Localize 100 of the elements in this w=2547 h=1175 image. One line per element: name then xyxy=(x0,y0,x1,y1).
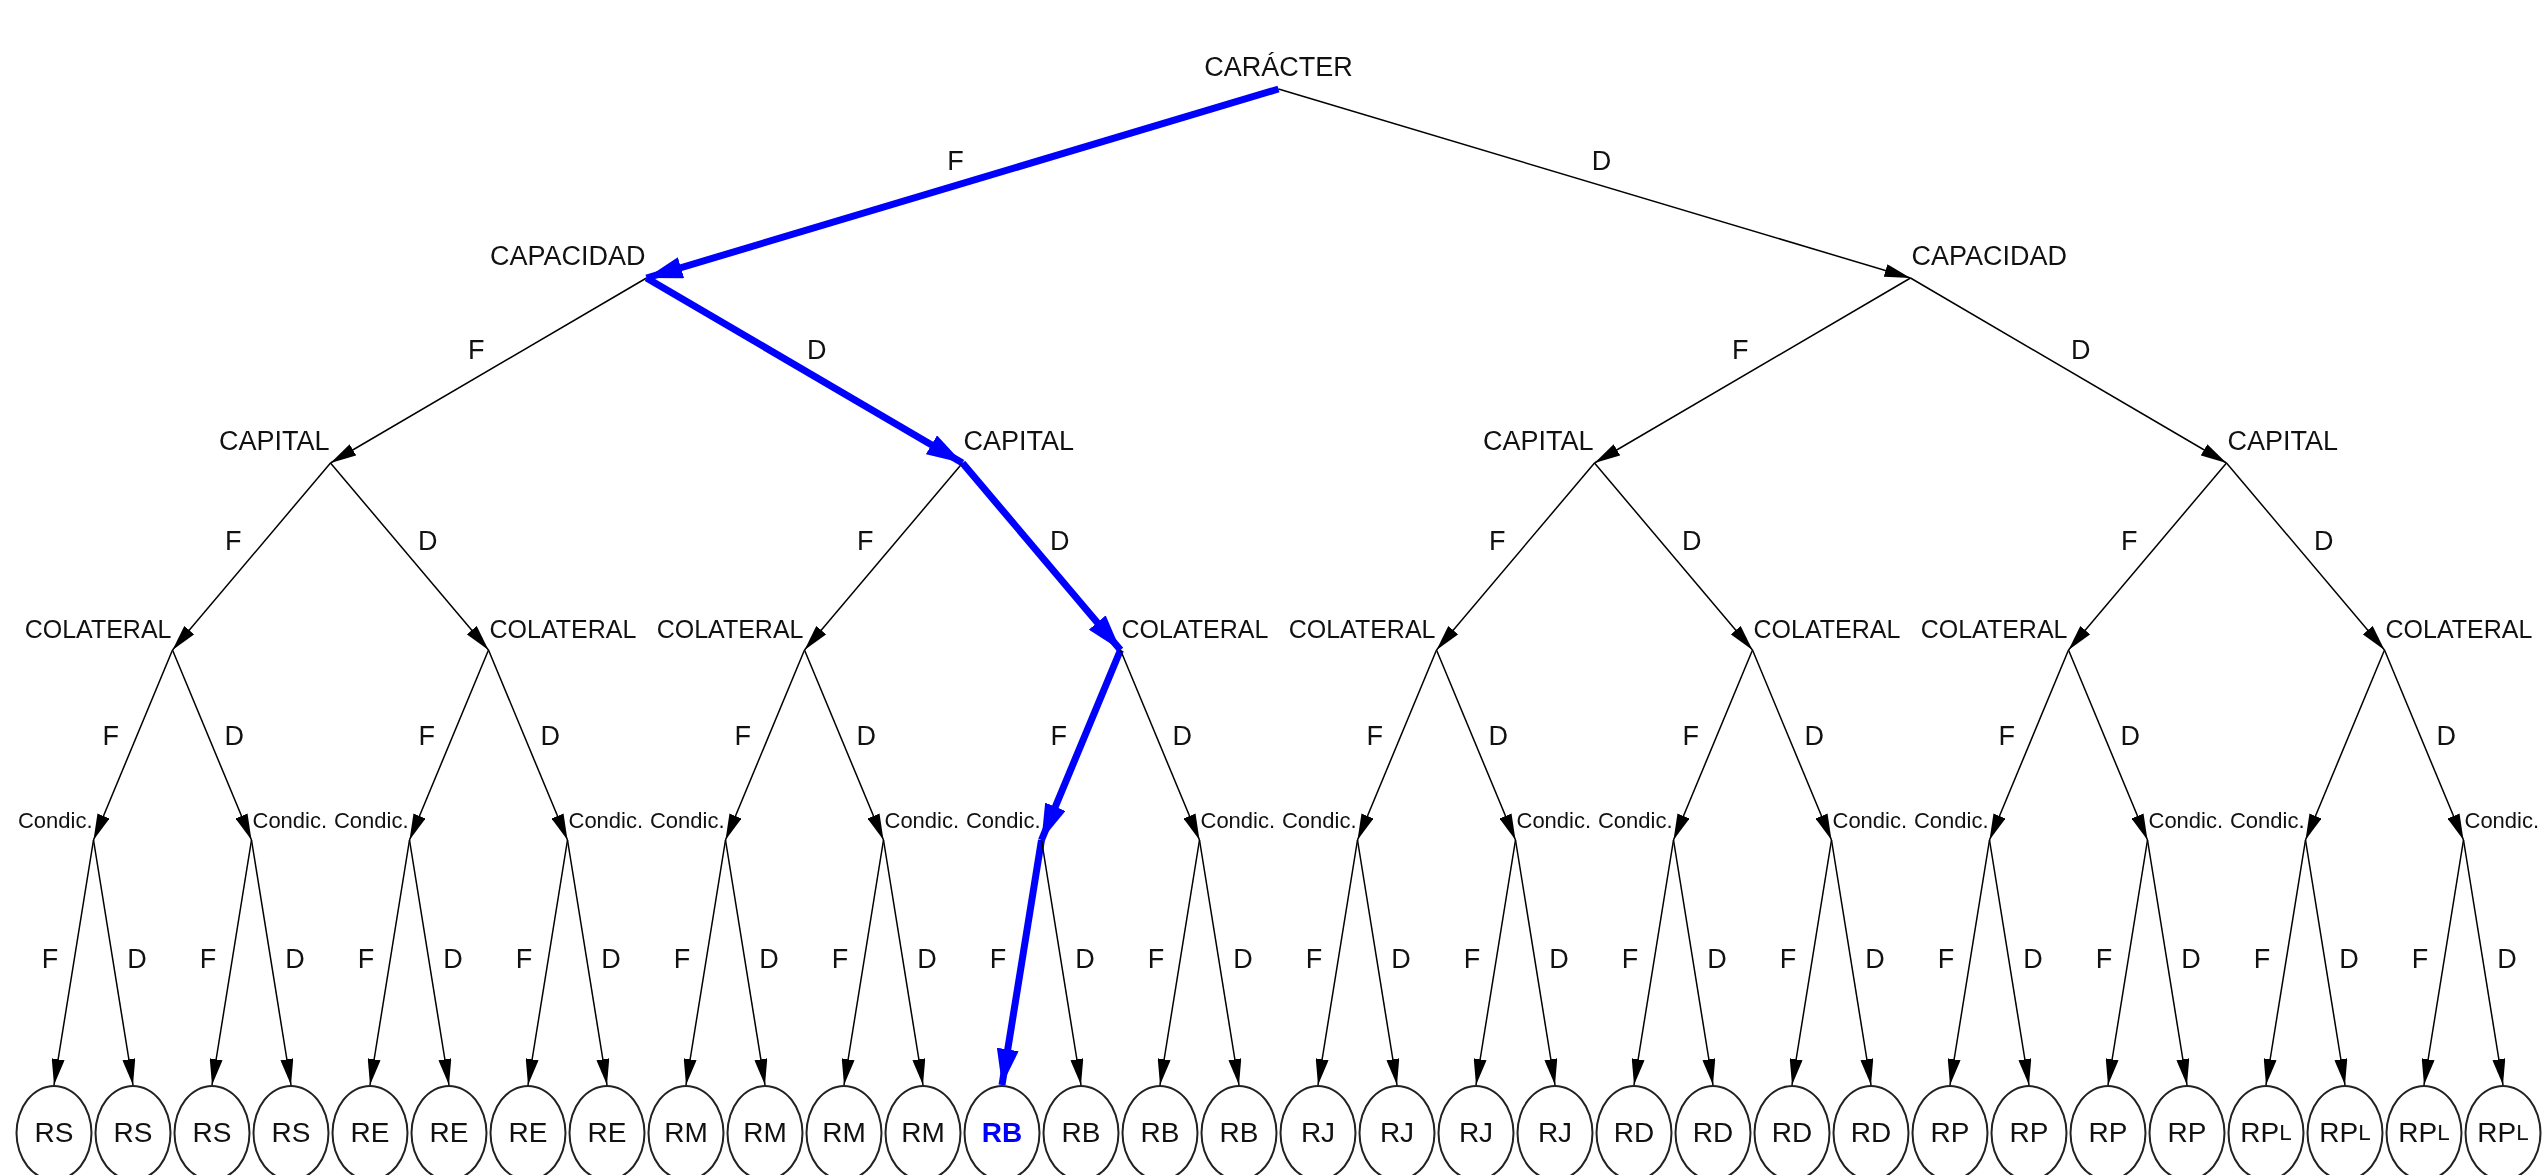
node-label: CAPACIDAD xyxy=(1910,241,2069,278)
arrow xyxy=(1631,839,1675,1086)
outcome-circle: RM xyxy=(805,1085,883,1175)
arrow xyxy=(1593,277,1912,464)
arrow xyxy=(724,839,768,1086)
arrow xyxy=(2462,839,2506,1086)
edge-label: D xyxy=(1391,943,1411,975)
arrow xyxy=(1038,648,1124,842)
edge-label: D xyxy=(1707,943,1727,975)
arrow xyxy=(841,839,885,1086)
edge-label: F xyxy=(989,943,1007,975)
arrow xyxy=(1751,649,1833,841)
outcome-circle: RJ xyxy=(1358,1085,1436,1175)
edge-label: F xyxy=(673,943,691,975)
node-label: Condic. xyxy=(1596,808,1674,840)
outcome-circle: RM xyxy=(647,1085,725,1175)
edge-label: F xyxy=(1463,943,1481,975)
arrow xyxy=(2421,839,2465,1086)
edge-label: D xyxy=(540,720,560,752)
arrow xyxy=(329,462,490,651)
edge-label: F xyxy=(1937,943,1955,975)
edge-label: D xyxy=(1591,145,1612,176)
node-label: COLATERAL xyxy=(1752,615,1902,650)
arrow xyxy=(92,649,174,841)
arrow xyxy=(724,649,806,841)
arrow xyxy=(1988,839,2032,1086)
arrow xyxy=(683,839,727,1086)
outcome-circle: RE xyxy=(410,1085,488,1175)
node-label: CARÁCTER xyxy=(1203,52,1354,89)
edge-label: D xyxy=(285,943,305,975)
edge-label: F xyxy=(41,943,59,975)
arrow xyxy=(1277,88,1912,279)
outcome-circle: RE xyxy=(489,1085,567,1175)
arrow xyxy=(329,277,648,464)
arrow xyxy=(1198,839,1242,1086)
edge-label: D xyxy=(1804,720,1824,752)
edge-label: F xyxy=(357,943,375,975)
arrow xyxy=(1356,839,1400,1086)
outcome-circle: RP xyxy=(1990,1085,2068,1175)
node-label: Condic. xyxy=(332,808,410,840)
edge-label: D xyxy=(443,943,463,975)
edge-label: F xyxy=(468,334,485,366)
edge-label: F xyxy=(2095,943,2113,975)
arrow xyxy=(1947,839,1991,1086)
edge-label: F xyxy=(947,145,964,176)
edge-label: D xyxy=(1050,525,1070,557)
outcome-circle: RS xyxy=(15,1085,93,1175)
arrow xyxy=(171,649,253,841)
outcome-circle: RD xyxy=(1595,1085,1673,1175)
arrow xyxy=(2304,649,2386,841)
arrow xyxy=(882,839,926,1086)
outcome-circle: RD xyxy=(1674,1085,1752,1175)
outcome-circle: RD xyxy=(1753,1085,1831,1175)
outcome-circle: RP xyxy=(2069,1085,2147,1175)
node-label: COLATERAL xyxy=(1919,615,2069,650)
node-label: Condic. xyxy=(883,808,961,840)
node-label: CAPACIDAD xyxy=(488,241,647,278)
arrow xyxy=(209,839,253,1086)
node-label: Condic. xyxy=(2463,808,2541,840)
arrow xyxy=(1988,649,2070,841)
outcome-circle: RJ xyxy=(1516,1085,1594,1175)
node-label: COLATERAL xyxy=(1120,615,1270,650)
arrow xyxy=(1514,839,1558,1086)
edge-label: F xyxy=(2120,525,2138,557)
edge-label: F xyxy=(734,720,752,752)
arrow xyxy=(1789,839,1833,1086)
node-label: Condic. xyxy=(1912,808,1990,840)
arrow xyxy=(566,839,610,1086)
arrow xyxy=(2304,839,2348,1086)
node-label: COLATERAL xyxy=(1287,615,1437,650)
arrow xyxy=(1157,839,1201,1086)
arrow xyxy=(171,462,332,651)
edge-label: F xyxy=(1998,720,2016,752)
edge-label: F xyxy=(1779,943,1797,975)
edge-label: D xyxy=(1865,943,1885,975)
node-label: Condic. xyxy=(567,808,645,840)
outcome-circle: RP xyxy=(1911,1085,1989,1175)
arrow xyxy=(996,839,1045,1086)
edge-label: D xyxy=(2181,943,2201,975)
edge-label: F xyxy=(1732,334,1749,366)
edge-label: F xyxy=(2411,943,2429,975)
arrow xyxy=(408,839,452,1086)
edge-label: F xyxy=(856,525,874,557)
edge-label: D xyxy=(601,943,621,975)
node-label: COLATERAL xyxy=(23,615,173,650)
edge-label: F xyxy=(1366,720,1384,752)
edge-label: F xyxy=(831,943,849,975)
edge-label: F xyxy=(102,720,120,752)
arrow xyxy=(1040,839,1084,1086)
arrow xyxy=(1435,462,1596,651)
arrow xyxy=(367,839,411,1086)
arrow xyxy=(2067,649,2149,841)
outcome-circle: RJ xyxy=(1437,1085,1515,1175)
arrow xyxy=(2225,462,2386,651)
arrow xyxy=(1672,839,1716,1086)
edge-label: D xyxy=(917,943,937,975)
outcome-circle: RB xyxy=(1200,1085,1278,1175)
edge-label: F xyxy=(515,943,533,975)
edge-label: D xyxy=(1075,943,1095,975)
node-label: Condic. xyxy=(1280,808,1358,840)
